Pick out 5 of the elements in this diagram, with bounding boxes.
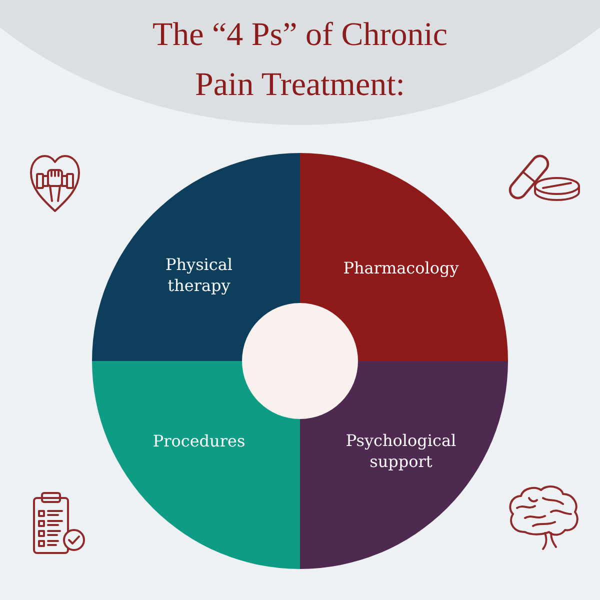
segment-label: Procedures xyxy=(152,430,246,452)
title: The “4 Ps” of Chronic Pain Treatment: xyxy=(151,16,449,105)
segment-label: Pharmacology xyxy=(343,258,459,278)
segment-label: Physical therapy xyxy=(165,254,233,296)
segment-label: Psychological support xyxy=(346,430,456,472)
